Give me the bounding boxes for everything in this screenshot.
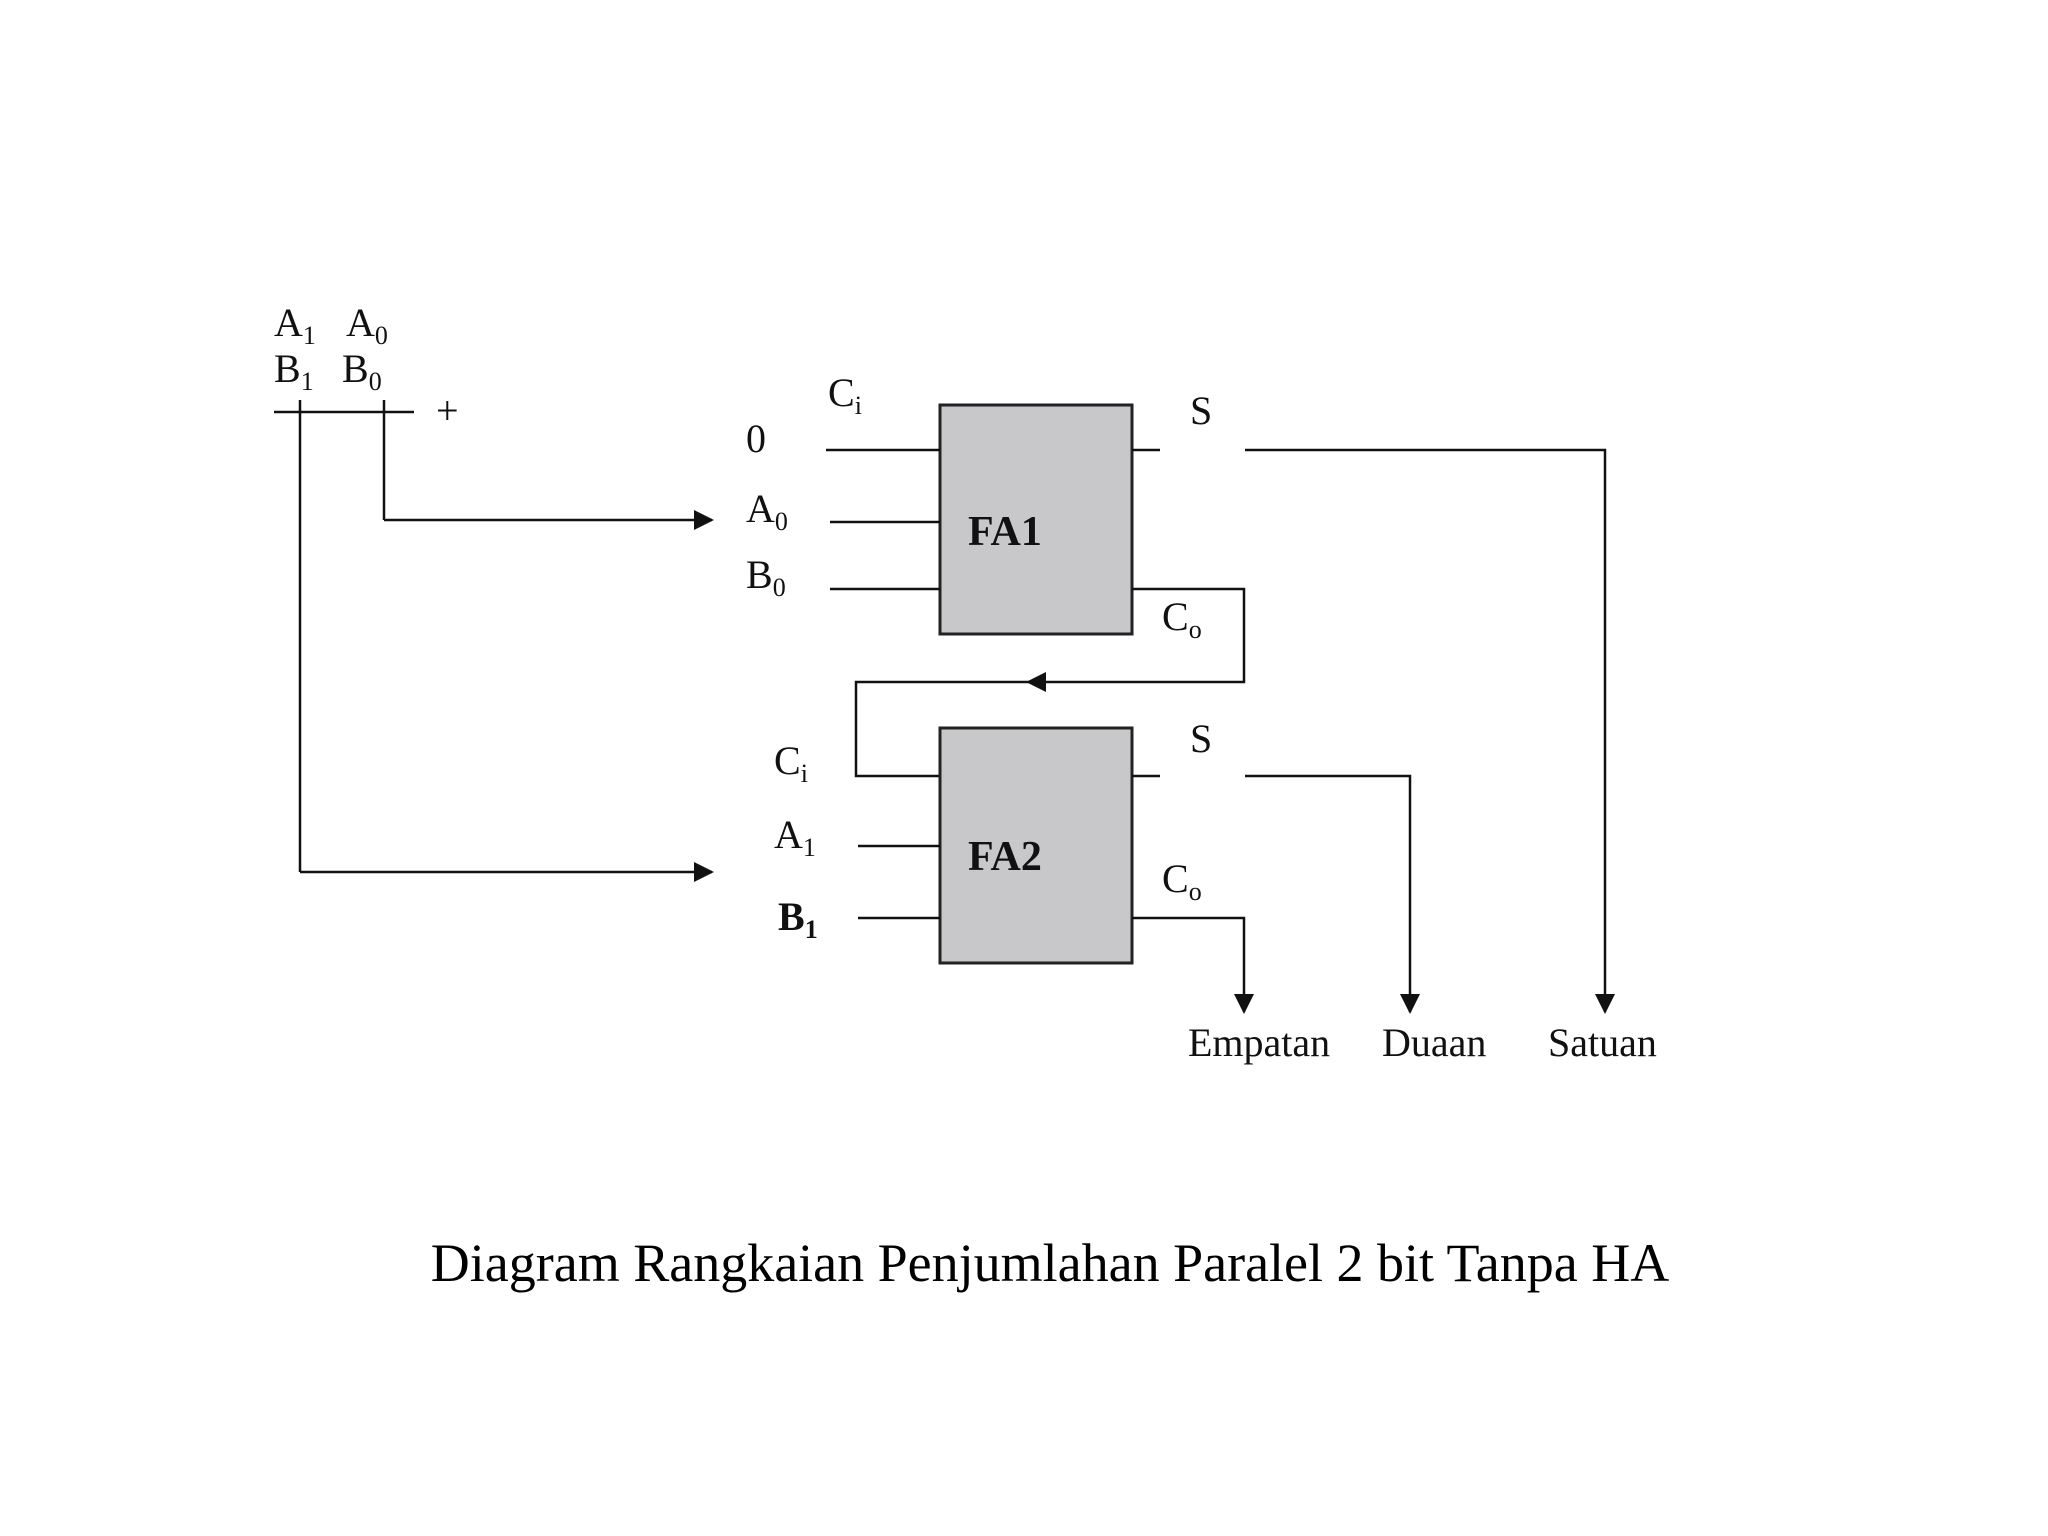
fa2-ci-label: Ci xyxy=(774,738,808,788)
carry-into-fa2-wire xyxy=(854,680,1028,778)
output-duaan: Duaan xyxy=(1382,1020,1486,1065)
operand-b1: B1 xyxy=(274,346,314,396)
fa1-co-label: Co xyxy=(1162,594,1202,644)
fa1-zero-label: 0 xyxy=(746,416,766,461)
operand-b0: B0 xyxy=(342,346,382,396)
diagram-caption: Diagram Rangkaian Penjumlahan Paralel 2 … xyxy=(430,1233,1670,1293)
fa2-block xyxy=(938,726,1134,965)
output-empatan: Empatan xyxy=(1188,1020,1330,1065)
fa1-a0-label: A0 xyxy=(746,486,788,536)
fa1-block xyxy=(938,403,1134,636)
fa2-b1-label: B1 xyxy=(778,894,818,944)
fa1-ci-label: Ci xyxy=(828,370,862,420)
plus-sign: + xyxy=(436,388,459,433)
fa1-s-label: S xyxy=(1190,388,1212,433)
operand-a1: A1 xyxy=(274,300,316,350)
duaan-wire xyxy=(1245,774,1420,1014)
fa2-a1-label: A1 xyxy=(774,812,816,862)
fa1-label: FA1 xyxy=(968,509,1042,555)
operand-a0: A0 xyxy=(346,300,388,350)
satuan-wire xyxy=(1245,448,1615,1014)
carry-fa1-to-fa2-wire xyxy=(1026,587,1246,692)
fa1-b0-label: B0 xyxy=(746,552,786,602)
fa2-co-label: Co xyxy=(1162,856,1202,906)
empatan-wire xyxy=(1132,916,1254,1014)
fa2-label: FA2 xyxy=(968,834,1042,880)
fa2-s-label: S xyxy=(1190,716,1212,761)
output-satuan: Satuan xyxy=(1548,1020,1657,1065)
